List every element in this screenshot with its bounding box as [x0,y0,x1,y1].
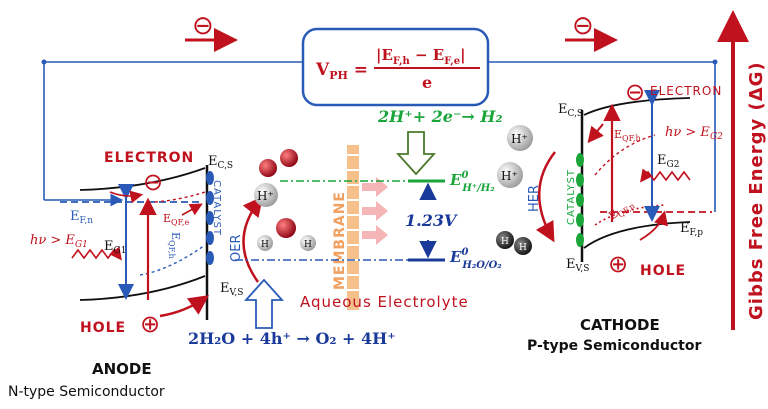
cathode-subtitle: P-type Semiconductor [527,338,701,354]
oer-arrow [242,196,264,283]
anode-eqfe-label: EQF,e [163,212,189,227]
cathode-band-diagram [576,90,712,262]
svg-text:e: e [422,73,432,92]
membrane-bar [347,145,359,310]
anode-electron-sign: ⊖ [143,168,163,196]
h2-molecule [496,231,532,255]
cathode-title: CATHODE [580,316,660,334]
water-h-left: H [261,240,269,250]
water-molecule [257,218,316,251]
anode-subtitle: N-type Semiconductor [8,384,165,400]
proton-ball-right-top [507,125,533,151]
cathode-ec-label: EC,S [558,102,583,119]
oer-label: OER [229,235,244,262]
her-arrow [535,151,556,243]
cathode-catalyst-label: CATALYST [566,169,577,225]
anode-eqfh-label: EQF,h [167,232,182,259]
svg-text:|EF,h − EF,e|: |EF,h − EF,e| [376,46,466,67]
proton-transport-arrows [362,177,388,245]
cathode-photon-label: hν > EG2 [665,125,723,142]
energy-axis-label: Gibbs Free Energy (ΔG) [746,61,767,320]
oer-reaction: 2H₂O + 4h⁺ → O₂ + 4H⁺ [188,329,396,348]
anode-electron-label: ELECTRON [104,150,194,166]
proton-ball-left [254,183,278,207]
proton-label-right-top: H⁺ [511,132,528,146]
her-reaction: 2H⁺+ 2e⁻→ H₂ [377,107,503,126]
proton-label-right-mid: H⁺ [501,169,518,183]
anode-band-diagram [60,165,214,320]
cathode-eqfn-label: EQF,n [606,197,636,225]
h2-atom-left: H [501,237,509,247]
photovoltage-formula: VPH = |EF,h − EF,e| e [315,46,480,92]
anode-eg-label: EG1 [104,239,126,256]
electron-flow-sign-left: ⊖ [192,11,214,41]
anode-ev-label: EV,S [220,281,243,298]
cathode-hole-label: HOLE [640,263,686,279]
cathode-eqfh-label: EQF,h [614,128,641,143]
water-h-right: H [304,240,312,250]
h2-atom-right: H [519,243,527,253]
cathode-ev-label: EV,S [566,257,589,274]
membrane-label: MEMBRANE [332,191,348,290]
her-label: HER [527,185,542,212]
cathode-electron-label: ELECTRON [650,84,722,98]
cathode-efp-label: EF,p [680,221,703,238]
electrolyte-label: Aqueous Electrolyte [300,293,469,311]
cathode-electron-sign: ⊖ [625,78,645,106]
anode-catalyst-label: CATALYST [211,180,222,236]
oer-reaction-arrow [243,278,285,329]
o2-molecule [259,149,298,177]
proton-ball-right-mid [497,162,523,188]
proton-label-left: H⁺ [257,189,274,203]
anode-hole-sign: ⊕ [140,310,160,338]
her-reaction-arrow [395,131,437,176]
cathode-eg-label: EG2 [657,153,679,170]
anode-efn-label: EF,n [70,209,93,226]
anode-photon-label: hν > EG1 [30,233,88,250]
svg-text:VPH =: VPH = [315,60,368,82]
potential-label: 1.23V [405,211,458,230]
anode-title: ANODE [92,360,152,378]
anode-ec-label: EC,S [208,154,233,171]
anode-hole-label: HOLE [80,320,126,336]
cathode-hole-sign: ⊕ [608,250,628,278]
electron-flow-sign-right: ⊖ [572,11,594,41]
